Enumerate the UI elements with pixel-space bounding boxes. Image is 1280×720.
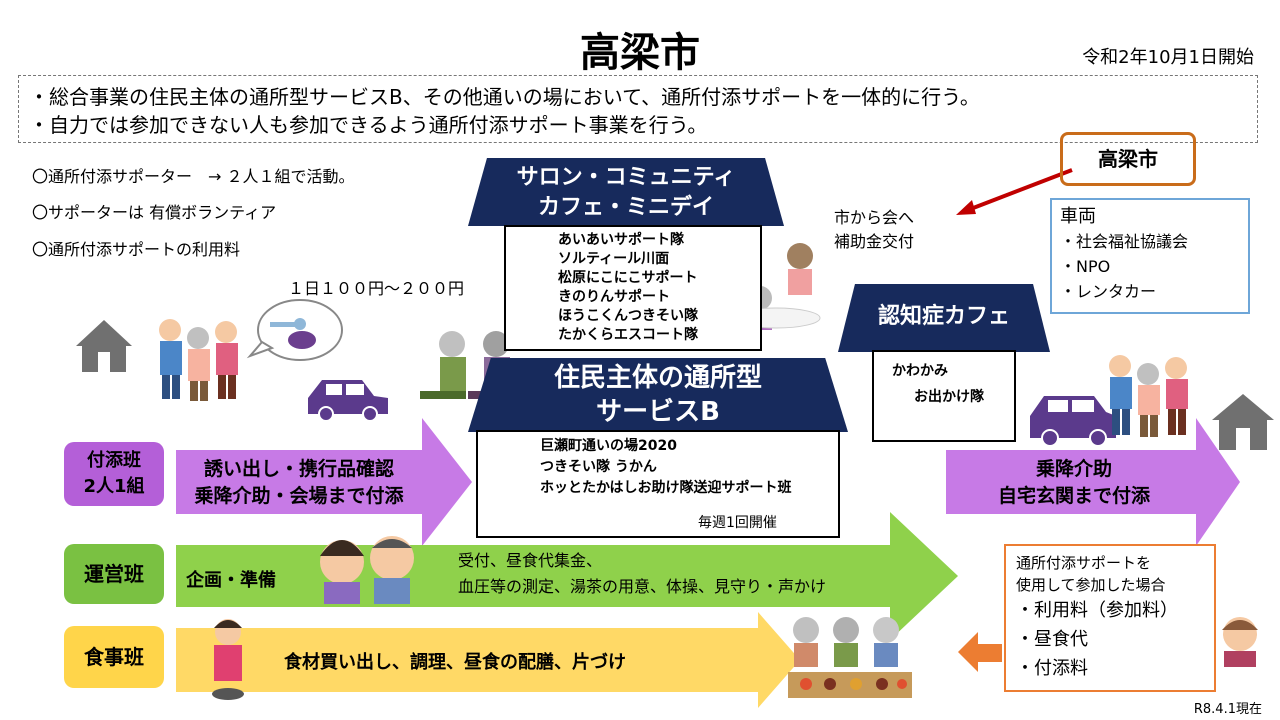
as-of-date: R8.4.1現在 xyxy=(1193,702,1262,717)
return-task-line2: 自宅玄関まで付添 xyxy=(997,485,1150,507)
vehicle-box: 車両 ・社会福祉協議会 ・NPO ・レンタカー xyxy=(1050,198,1250,314)
subsidy-arrow-head xyxy=(956,200,976,215)
salon-group: あいあいサポート隊 xyxy=(558,232,684,248)
meal-task: 食材買い出し、調理、昼食の配膳、片づけ xyxy=(284,652,626,673)
escort-team-name: 付添班 xyxy=(87,450,141,471)
service-b-group: 巨瀬町通いの場2020 xyxy=(540,438,677,454)
salon-group-list: あいあいサポート隊 ソルティール川面 松原にこにこサポート きのりんサポート ほ… xyxy=(504,225,762,351)
meal-team-label: 食事班 xyxy=(64,626,164,688)
return-task-line1: 乗降介助 xyxy=(1035,458,1112,480)
fee-person xyxy=(1222,617,1258,667)
service-b-header: 住民主体の通所型 サービスB xyxy=(468,358,848,432)
meal-arrow xyxy=(176,612,800,708)
home-icon-left xyxy=(76,320,132,372)
city-box: 高梁市 xyxy=(1060,132,1196,186)
subsidy-line1: 市から会へ xyxy=(834,208,915,227)
salon-group: ほうこくんつきそい隊 xyxy=(558,308,698,324)
fees-line2: 使用して参加した場合 xyxy=(1016,576,1166,594)
service-b-group: つきそい隊 うかん xyxy=(540,459,657,475)
salon-title-line2: カフェ・ミニデイ xyxy=(537,195,714,220)
vehicle-item: ・NPO xyxy=(1060,257,1111,276)
return-arrow xyxy=(946,418,1240,546)
management-task-left: 企画・準備 xyxy=(186,570,276,591)
note-paid-volunteer: 〇サポーターは 有償ボランティア xyxy=(32,203,277,222)
management-people xyxy=(320,536,414,604)
page-title: 高梁市 xyxy=(580,30,700,76)
service-b-list: 巨瀬町通いの場2020 つきそい隊 うかん ホッとたかはしお助け隊送迎サポート班 xyxy=(476,430,840,538)
return-task: 乗降介助 自宅玄関まで付添 xyxy=(956,456,1192,510)
management-task: 受付、昼食代集金、 血圧等の測定、湯茶の用意、体操、見守り・声かけ xyxy=(458,548,826,600)
diners xyxy=(788,617,912,698)
service-b-title-line2: サービスB xyxy=(596,397,720,427)
service-b-title-line1: 住民主体の通所型 xyxy=(553,363,762,393)
dementia-group: かわかみ xyxy=(892,363,948,379)
note-supporter: 〇通所付添サポーター → ２人１組で活動。 xyxy=(32,167,355,186)
salon-group: たかくらエスコート隊 xyxy=(558,327,698,343)
fee-item: ・昼食代 xyxy=(1016,629,1088,650)
intro-line-2: ・自力では参加できない人も参加できるよう通所付添サポート事業を行う。 xyxy=(29,113,708,137)
escort-task-line2: 乗降介助・会場まで付添 xyxy=(194,485,404,507)
fee-item: ・利用料（参加料） xyxy=(1016,600,1178,621)
salon-title-line1: サロン・コミュニティ xyxy=(516,165,736,190)
fees-line1: 通所付添サポートを xyxy=(1016,554,1152,572)
subsidy-arrow-line xyxy=(967,168,1073,212)
escort-task-line1: 誘い出し・携行品確認 xyxy=(203,458,394,480)
vehicle-title: 車両 xyxy=(1060,206,1096,227)
salon-group: きのりんサポート xyxy=(558,289,670,305)
intro-line-1: ・総合事業の住民主体の通所型サービスB、その他通いの場において、通所付添サポート… xyxy=(29,85,980,109)
fee-item: ・付添料 xyxy=(1016,658,1088,679)
intro-box: ・総合事業の住民主体の通所型サービスB、その他通いの場において、通所付添サポート… xyxy=(18,75,1258,143)
car-icon-right xyxy=(1030,396,1116,447)
dementia-cafe-title: 認知症カフェ xyxy=(838,284,1050,352)
salon-group: 松原にこにこサポート xyxy=(558,270,698,286)
car-icon-left xyxy=(308,380,388,422)
vehicle-item: ・社会福祉協議会 xyxy=(1060,232,1189,251)
fees-box: 通所付添サポートを 使用して参加した場合 ・利用料（参加料） ・昼食代 ・付添料 xyxy=(1004,544,1216,692)
escort-arrow xyxy=(176,418,472,546)
dementia-cafe-list: かわかみ お出かけ隊 xyxy=(872,350,1016,442)
start-date: 令和2年10月1日開始 xyxy=(1082,47,1254,68)
dementia-group: お出かけ隊 xyxy=(914,389,984,405)
escort-people-right xyxy=(1109,355,1188,437)
salon-header: サロン・コミュニティ カフェ・ミニデイ xyxy=(468,158,784,226)
escort-people-left xyxy=(159,319,238,401)
subsidy-note: 市から会へ 補助金交付 xyxy=(834,206,914,254)
management-team-label: 運営班 xyxy=(64,544,164,604)
service-b-frequency: 毎週1回開催 xyxy=(698,515,777,531)
vehicle-item: ・レンタカー xyxy=(1060,282,1157,301)
service-b-group: ホッとたかはしお助け隊送迎サポート班 xyxy=(540,480,792,496)
escort-task: 誘い出し・携行品確認 乗降介助・会場まで付添 xyxy=(186,456,412,510)
management-task-line1: 受付、昼食代集金、 xyxy=(458,551,603,570)
note-fee-amount: １日１００円～２００円 xyxy=(288,279,465,298)
escort-team-label: 付添班 2人1組 xyxy=(64,442,164,506)
fee-arrow xyxy=(958,632,1002,672)
note-usage-fee: 〇通所付添サポートの利用料 xyxy=(32,240,241,259)
salon-group: ソルティール川面 xyxy=(558,251,670,267)
escort-team-size: 2人1組 xyxy=(83,476,145,497)
subsidy-line2: 補助金交付 xyxy=(834,232,915,251)
management-arrow xyxy=(176,512,958,640)
cook-person xyxy=(212,619,244,700)
key-purse-bubble xyxy=(246,299,343,361)
home-icon-right xyxy=(1212,394,1274,450)
management-task-line2: 血圧等の測定、湯茶の用意、体操、見守り・声かけ xyxy=(458,577,827,596)
